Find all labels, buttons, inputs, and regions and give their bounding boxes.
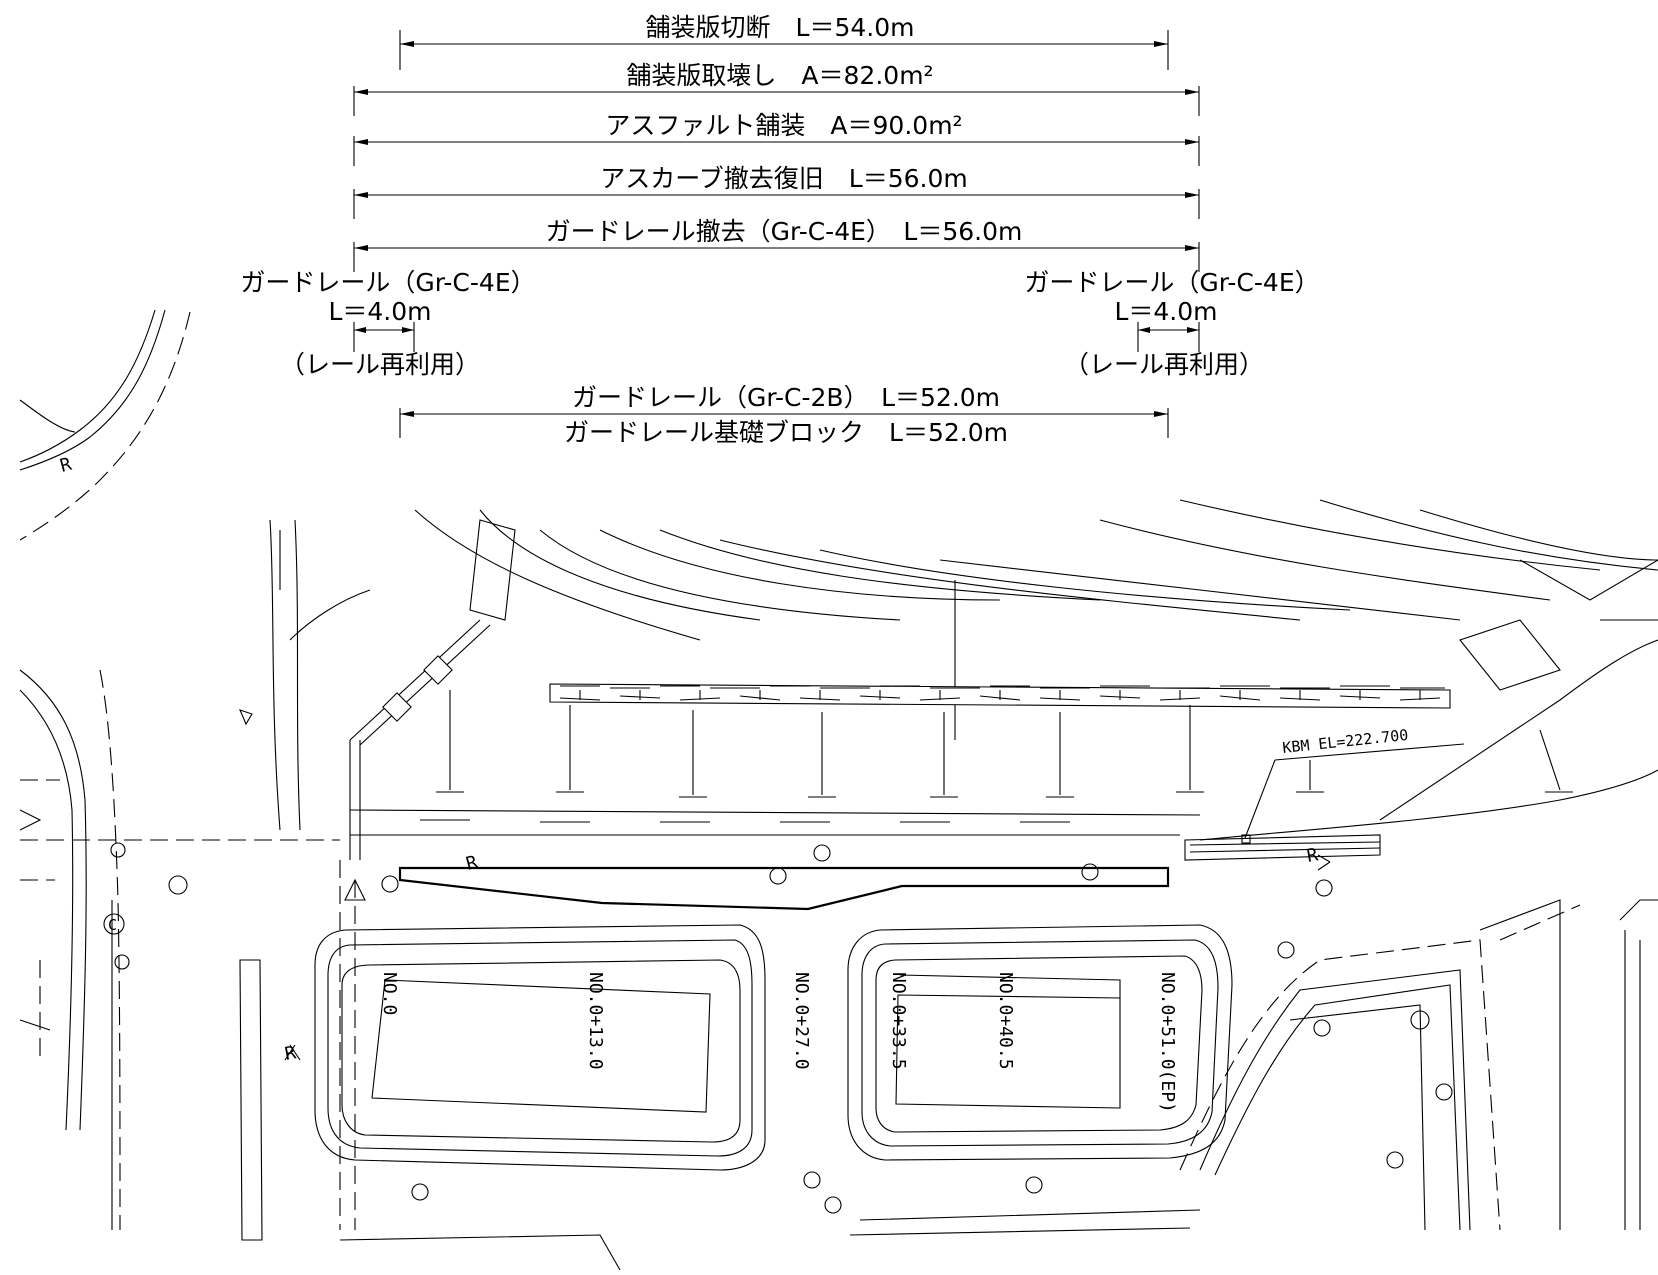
dim-asphalt-paving-label: アスファルト舗装 A＝90.0m² <box>605 111 962 140</box>
station-no-0-40-5: NO.0+40.5 <box>995 972 1016 1070</box>
dim-pavement-removal: 舗装版取壊し A＝82.0m² <box>353 61 1200 116</box>
dim-left-end: ガードレール（Gr-C-4E） L＝4.0m （レール再利用） <box>240 268 535 379</box>
station-no-0-13: NO.0+13.0 <box>585 972 606 1070</box>
station-no-0-27: NO.0+27.0 <box>791 972 812 1070</box>
retaining-wall-symbol-2: R <box>464 852 480 875</box>
retaining-wall <box>549 683 1451 861</box>
lower-block-left <box>239 709 1333 1214</box>
station-no-0-33-5: NO.0+33.5 <box>888 972 909 1070</box>
retaining-wall-symbol: R <box>58 454 74 477</box>
lower-right-area <box>239 899 1658 1271</box>
dim-guardrail-removal: ガードレール撤去（Gr-C-4E） L＝56.0m <box>353 217 1200 272</box>
dim-guardrail-removal-label: ガードレール撤去（Gr-C-4E） L＝56.0m <box>546 217 1023 246</box>
terrain: R C <box>19 309 1658 1231</box>
left-end-length: L＝4.0m <box>328 297 431 326</box>
dimension-lines: 舗装版切断 L＝54.0m 舗装版取壊し A＝82.0m² アスファルト舗装 A… <box>240 13 1319 447</box>
dim-guardrail-2b: ガードレール（Gr-C-2B） L＝52.0m ガードレール基礎ブロック L＝5… <box>399 383 1169 447</box>
right-end-length: L＝4.0m <box>1114 297 1217 326</box>
retaining-wall-symbol-3: R <box>1305 844 1319 867</box>
dim-pavement-cut-label: 舗装版切断 L＝54.0m <box>646 13 915 42</box>
dim-guardrail-block-label: ガードレール基礎ブロック L＝52.0m <box>564 418 1008 447</box>
retaining-wall-symbol-4: R <box>283 1042 297 1065</box>
left-end-note: （レール再利用） <box>280 350 480 379</box>
dim-pavement-removal-label: 舗装版取壊し A＝82.0m² <box>626 61 933 90</box>
dim-pavement-cut: 舗装版切断 L＝54.0m <box>399 13 1169 70</box>
right-end-title: ガードレール（Gr-C-4E） <box>1024 268 1319 297</box>
station-labels: NO.0 NO.0+13.0 NO.0+27.0 NO.0+33.5 NO.0+… <box>379 972 1178 1113</box>
station-no-0-51-ep: NO.0+51.0(EP) <box>1157 972 1178 1113</box>
dim-curb-removal: アスカーブ撤去復旧 L＝56.0m <box>353 164 1200 219</box>
benchmark-label: KBM EL=222.700 <box>1282 726 1410 757</box>
dim-asphalt-paving: アスファルト舗装 A＝90.0m² <box>353 111 1200 166</box>
dim-guardrail-2b-label: ガードレール（Gr-C-2B） L＝52.0m <box>572 383 1000 412</box>
pavement-area <box>398 866 1170 911</box>
culvert-symbol: C <box>108 916 117 934</box>
right-end-note: （レール再利用） <box>1064 350 1264 379</box>
station-no-0: NO.0 <box>379 972 400 1015</box>
slope-drains <box>436 690 1573 798</box>
dim-right-end: ガードレール（Gr-C-4E） L＝4.0m （レール再利用） <box>1024 268 1319 379</box>
left-end-title: ガードレール（Gr-C-4E） <box>240 268 535 297</box>
lower-block-right <box>847 924 1233 1161</box>
dim-curb-removal-label: アスカーブ撤去復旧 L＝56.0m <box>600 164 967 193</box>
